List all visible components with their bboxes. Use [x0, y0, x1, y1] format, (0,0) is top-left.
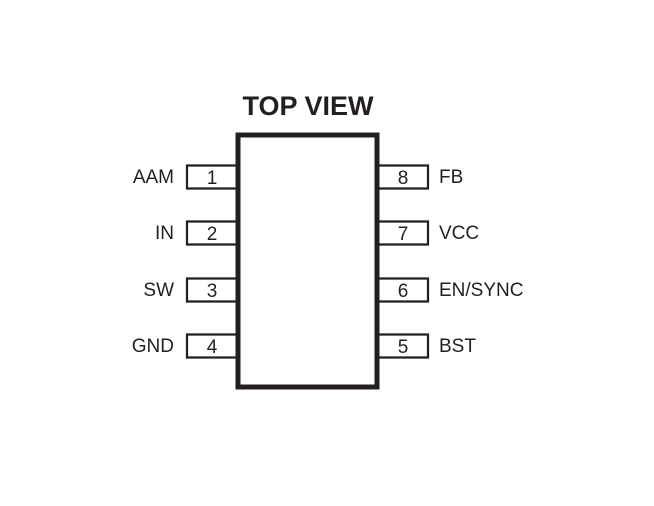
pin-3-lead: [185, 277, 237, 303]
ic-package-body: [235, 132, 380, 390]
diagram-title: TOP VIEW: [242, 91, 374, 121]
pin-8-lead: [378, 164, 430, 190]
pin-3-number: 3: [207, 281, 218, 302]
left-pins-group: 1 AAM 2 IN 3 SW 4 GND: [132, 164, 237, 359]
pin-6-name: EN/SYNC: [439, 280, 523, 301]
pin-5-lead: [378, 333, 430, 359]
pin-7-name: VCC: [439, 223, 479, 244]
pin-2-name: IN: [155, 223, 174, 244]
pin-8-number: 8: [398, 168, 409, 189]
pin-1-lead: [185, 164, 237, 190]
pin-5-number: 5: [398, 337, 409, 358]
pin-2-lead: [185, 220, 237, 246]
pin-6-lead: [378, 277, 430, 303]
pin-1-number: 1: [207, 168, 218, 189]
pin-5-name: BST: [439, 336, 476, 357]
pin-2-number: 2: [207, 224, 218, 245]
pin-3-name: SW: [143, 280, 174, 301]
pin-8-name: FB: [439, 167, 463, 188]
pin-4-number: 4: [207, 337, 218, 358]
pin-6-number: 6: [398, 281, 409, 302]
pin-4-lead: [185, 333, 237, 359]
pin-7-lead: [378, 220, 430, 246]
pin-7-number: 7: [398, 224, 409, 245]
pin-4-name: GND: [132, 336, 174, 357]
right-pins-group: 8 FB 7 VCC 6 EN/SYNC 5 BST: [378, 164, 523, 359]
pin-1-name: AAM: [133, 167, 174, 188]
